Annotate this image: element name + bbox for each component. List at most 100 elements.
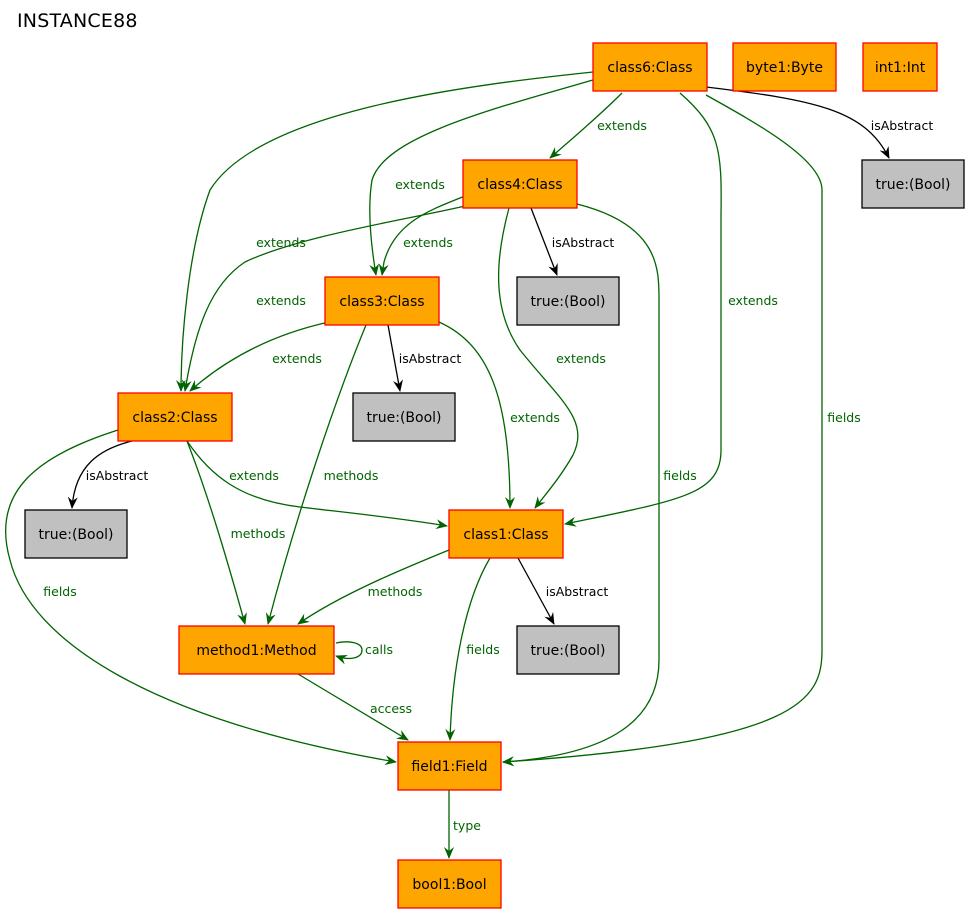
edge-line xyxy=(378,195,466,276)
edge-label: isAbstract xyxy=(399,351,462,366)
edge-line xyxy=(335,641,363,665)
node-label: class1:Class xyxy=(463,527,548,543)
edge-class6-extends-class1: extends xyxy=(564,92,778,527)
object-box xyxy=(397,741,502,791)
node-label: bool1:Bool xyxy=(412,877,486,893)
edge-class4-extends-class3: extends xyxy=(378,195,466,276)
edge-line xyxy=(497,207,579,509)
edge-class4-fields-field1: fields xyxy=(502,203,697,767)
edge-class6-fields-field1: fields xyxy=(502,94,861,767)
value-box xyxy=(516,625,620,675)
edge-line xyxy=(517,557,555,625)
object-box xyxy=(732,42,837,92)
node-byte1: byte1:Byte xyxy=(732,42,837,92)
edge-line xyxy=(564,92,722,527)
node-label: true:(Bool) xyxy=(531,643,606,659)
edge-label: extends xyxy=(256,235,306,250)
edge-method1-access-field1: access xyxy=(297,673,412,741)
edge-line xyxy=(265,324,367,625)
node-label: class3:Class xyxy=(339,294,424,310)
edge-class3-methods-method1: methods xyxy=(265,324,378,625)
object-box xyxy=(178,625,335,675)
edge-line xyxy=(502,203,660,767)
edge-label: extends xyxy=(229,468,279,483)
edge-label: extends xyxy=(556,351,606,366)
edge-label: extends xyxy=(597,118,647,133)
edge-label: methods xyxy=(231,526,286,541)
node-class3: class3:Class xyxy=(324,276,440,326)
node-field1: field1:Field xyxy=(397,741,502,791)
edge-class6-isAbstract-true6: isAbstract xyxy=(705,86,934,159)
edge-class4-extends-class2: extends xyxy=(181,205,466,392)
edge-label: extends xyxy=(403,235,453,250)
edge-class4-isAbstract-true4: isAbstract xyxy=(530,207,615,276)
node-label: int1:Int xyxy=(875,60,926,76)
edge-label: extends xyxy=(728,293,778,308)
object-box xyxy=(324,276,440,326)
edge-label: extends xyxy=(256,293,306,308)
edge-field1-type-bool1: type xyxy=(444,790,481,859)
node-int1: int1:Int xyxy=(862,42,938,92)
node-label: true:(Bool) xyxy=(531,294,606,310)
edge-class1-fields-field1: fields xyxy=(445,557,500,741)
node-true1: true:(Bool) xyxy=(516,625,620,675)
edge-class4-extends-class1: extends xyxy=(497,207,606,509)
node-class2: class2:Class xyxy=(117,392,233,442)
edge-label: isAbstract xyxy=(86,468,149,483)
edge-label: type xyxy=(453,818,481,833)
edge-class2-methods-method1: methods xyxy=(186,440,286,625)
edge-class3-extends-class1: extends xyxy=(438,321,560,509)
edge-line xyxy=(297,549,450,625)
edge-method1-calls-method1: calls xyxy=(335,641,393,665)
node-true3: true:(Bool) xyxy=(352,392,456,442)
edge-label: fields xyxy=(43,584,76,599)
node-label: class4:Class xyxy=(477,177,562,193)
edge-line xyxy=(176,71,594,392)
edge-line xyxy=(181,205,466,392)
diagram-title: INSTANCE88 xyxy=(17,10,138,32)
node-label: true:(Bool) xyxy=(39,527,114,543)
edge-line xyxy=(502,94,823,767)
node-class6: class6:Class xyxy=(592,42,708,92)
edge-label: fields xyxy=(827,410,860,425)
edge-label: isAbstract xyxy=(546,584,609,599)
edge-class6-extends-class2: extends xyxy=(176,71,594,392)
object-box xyxy=(397,859,502,909)
node-class1: class1:Class xyxy=(448,509,564,559)
node-class4: class4:Class xyxy=(462,159,578,209)
edge-line xyxy=(438,321,515,509)
edge-label: access xyxy=(370,701,412,716)
edge-class2-isAbstract-true2: isAbstract xyxy=(67,440,149,509)
edge-class3-isAbstract-true3: isAbstract xyxy=(387,324,462,392)
node-label: true:(Bool) xyxy=(876,177,951,193)
edge-label: isAbstract xyxy=(871,118,934,133)
edge-line xyxy=(297,673,409,741)
node-true6: true:(Bool) xyxy=(861,159,965,209)
edge-class2-extends-class1: extends xyxy=(186,440,448,530)
node-label: method1:Method xyxy=(196,643,316,659)
object-box xyxy=(117,392,233,442)
edge-line xyxy=(387,324,403,392)
edge-label: calls xyxy=(365,642,393,657)
edge-class2-fields-field1: fields xyxy=(4,429,397,766)
edge-class1-methods-method1: methods xyxy=(297,549,450,625)
node-label: true:(Bool) xyxy=(367,410,442,426)
edge-line xyxy=(186,440,448,530)
edge-label: isAbstract xyxy=(552,235,615,250)
edge-line xyxy=(549,92,623,159)
node-bool1: bool1:Bool xyxy=(397,859,502,909)
edge-class6-extends-class3: extends xyxy=(369,79,594,276)
node-true2: true:(Bool) xyxy=(24,509,128,559)
edge-class1-isAbstract-true1: isAbstract xyxy=(517,557,609,625)
node-label: byte1:Byte xyxy=(746,60,823,76)
node-label: class2:Class xyxy=(132,410,217,426)
edge-line xyxy=(186,440,247,625)
value-box xyxy=(352,392,456,442)
node-true4: true:(Bool) xyxy=(516,276,620,326)
object-box xyxy=(592,42,708,92)
edge-label: extends xyxy=(272,351,322,366)
node-method1: method1:Method xyxy=(178,625,335,675)
value-box xyxy=(516,276,620,326)
edge-line xyxy=(67,440,133,509)
